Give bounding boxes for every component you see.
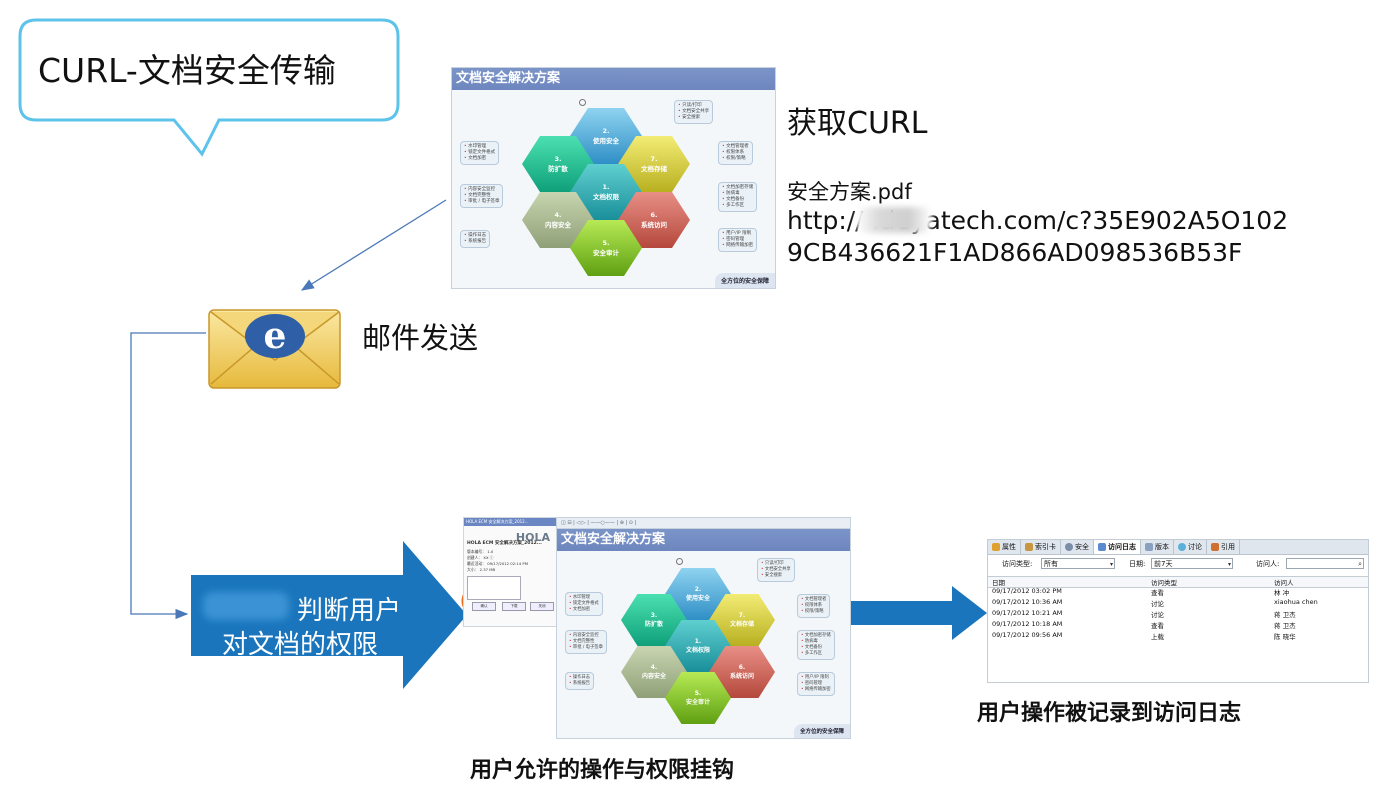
- visitor-input[interactable]: ⌕: [1286, 558, 1364, 569]
- slide-to-email-arrow: [300, 199, 447, 291]
- log-table-header: 日期 访问类型 访问人: [988, 576, 1368, 588]
- slide-box: 只读/打印文档安全共享安全搜索: [674, 100, 714, 124]
- slide-box: 文档管理者权限体系权限/策略: [718, 141, 753, 165]
- tab-properties[interactable]: 属性: [988, 540, 1021, 554]
- tab-index-card[interactable]: 索引卡: [1021, 540, 1061, 554]
- permission-check-line1: 判断用户: [297, 596, 402, 626]
- dialog-heading: HOLA ECM 安全解决方案_2012...: [467, 541, 542, 546]
- slide-box: 只读/打印文档安全共享安全搜索: [757, 558, 795, 582]
- slide-box: 文档加密存储防病毒文档备份多工作区: [797, 630, 835, 660]
- index-card-icon: [1025, 543, 1033, 551]
- dialog-row: 大小： 2.37 MB: [467, 567, 496, 572]
- properties-icon: [992, 543, 1000, 551]
- discussion-icon: [1178, 543, 1186, 551]
- viewer-toolbar[interactable]: ◫ ⊟ | ◁ ▷ | ——○—— | ⊕ | ⊙ |: [557, 518, 850, 529]
- bubble-title: CURL-文档安全传输: [38, 51, 336, 90]
- slide-box: 内容安全监控文档完整性审批 / 电子签章: [460, 184, 504, 208]
- email-to-check-arrow: [130, 332, 206, 620]
- cursor-icon: [676, 558, 683, 565]
- permission-check-line2: 对文档的权限: [222, 630, 379, 660]
- slide-box: 水印管理锁定文件格式文档加密: [460, 141, 500, 165]
- email-icon[interactable]: e: [208, 308, 342, 390]
- chevron-down-icon: ▾: [1227, 561, 1231, 568]
- document-viewer: ◫ ⊟ | ◁ ▷ | ——○—— | ⊕ | ⊙ | 文档安全解决方案 只读/…: [556, 517, 851, 739]
- dialog-row: 版本编号： 1.0: [467, 549, 494, 554]
- get-curl-heading: 获取CURL: [787, 106, 928, 141]
- slide-box: 内容安全监控文档完整性审批 / 电子签章: [565, 630, 607, 654]
- log-caption: 用户操作被记录到访问日志: [977, 701, 1242, 726]
- slide-box: 文档加密存储防病毒文档备份多工作区: [718, 182, 758, 212]
- document-properties-dialog: HOLA ECM 安全解决方案_2012... HOLA HOLA ECM 安全…: [463, 517, 557, 627]
- date-label: 日期:: [1129, 560, 1146, 568]
- dialog-row: 创建人： XX ⓘ: [467, 555, 494, 560]
- tab-access-log[interactable]: 访问日志: [1094, 540, 1141, 554]
- file-name: 安全方案.pdf: [787, 180, 912, 204]
- slide-box: 操作日志系统报告: [460, 230, 491, 248]
- access-type-label: 访问类型:: [1002, 560, 1033, 568]
- hola-logo: HOLA: [515, 531, 550, 544]
- hex-security-audit: 5.安全审计: [665, 672, 731, 724]
- close-button[interactable]: 关闭: [530, 602, 554, 611]
- access-log-icon: [1098, 543, 1106, 551]
- svg-text:e: e: [264, 315, 287, 357]
- slide-footer: 全方位的安全保障: [793, 724, 850, 738]
- chevron-down-icon: ▾: [1109, 561, 1113, 568]
- search-icon: ⌕: [1358, 560, 1362, 568]
- shield-icon: [1065, 543, 1073, 551]
- slide-box: 文档管理者权限体系权限/策略: [797, 594, 831, 618]
- tab-references[interactable]: 引用: [1207, 540, 1240, 554]
- tab-security[interactable]: 安全: [1061, 540, 1094, 554]
- permission-check-arrow: [191, 541, 467, 689]
- download-button[interactable]: 下载: [502, 602, 526, 611]
- slide-footer: 全方位的安全保障: [714, 273, 775, 288]
- dialog-title: HOLA ECM 安全解决方案_2012...: [464, 518, 556, 526]
- tab-discussion[interactable]: 讨论: [1174, 540, 1207, 554]
- cursor-icon: [579, 99, 586, 106]
- comment-textarea[interactable]: [467, 576, 521, 600]
- slide-box: 用户/IP 限制密码管理网络传输加密: [718, 228, 758, 252]
- dialog-row: 最近活动： 09/17/2012 02:14 PM: [467, 561, 528, 566]
- slide-box: 水印管理锁定文件格式文档加密: [565, 592, 603, 616]
- tab-bar: 属性 索引卡 安全 访问日志 版本 讨论 引用: [988, 540, 1368, 555]
- curl-url-line2[interactable]: 9CB436621F1AD866AD098536B53F: [787, 238, 1243, 267]
- redacted-product-name: [203, 592, 289, 620]
- link-icon: [1211, 543, 1219, 551]
- visitor-label: 访问人:: [1256, 560, 1280, 568]
- redacted-host: [856, 207, 932, 233]
- slide-title: 文档安全解决方案: [452, 68, 775, 90]
- email-send-label: 邮件发送: [362, 321, 479, 355]
- slide-title: 文档安全解决方案: [557, 529, 850, 551]
- access-type-select[interactable]: 所有▾: [1041, 558, 1115, 569]
- confirm-button[interactable]: 确认: [472, 602, 496, 611]
- permissions-caption: 用户允许的操作与权限挂钩: [470, 758, 735, 783]
- tab-versions[interactable]: 版本: [1141, 540, 1174, 554]
- slide-box: 操作日志系统报告: [565, 672, 595, 690]
- solution-slide-thumbnail: 文档安全解决方案 只读/打印文档安全共享安全搜索 水印管理锁定文件格式文档加密 …: [451, 67, 776, 289]
- access-log-panel: 属性 索引卡 安全 访问日志 版本 讨论 引用 访问类型: 所有▾ 日期: 前7…: [987, 539, 1369, 683]
- to-log-arrow: [851, 586, 987, 640]
- slide-box: 用户/IP 限制密码管理网络传输加密: [797, 672, 835, 696]
- date-select[interactable]: 前7天▾: [1151, 558, 1233, 569]
- versions-icon: [1145, 543, 1153, 551]
- speech-bubble: [18, 18, 400, 157]
